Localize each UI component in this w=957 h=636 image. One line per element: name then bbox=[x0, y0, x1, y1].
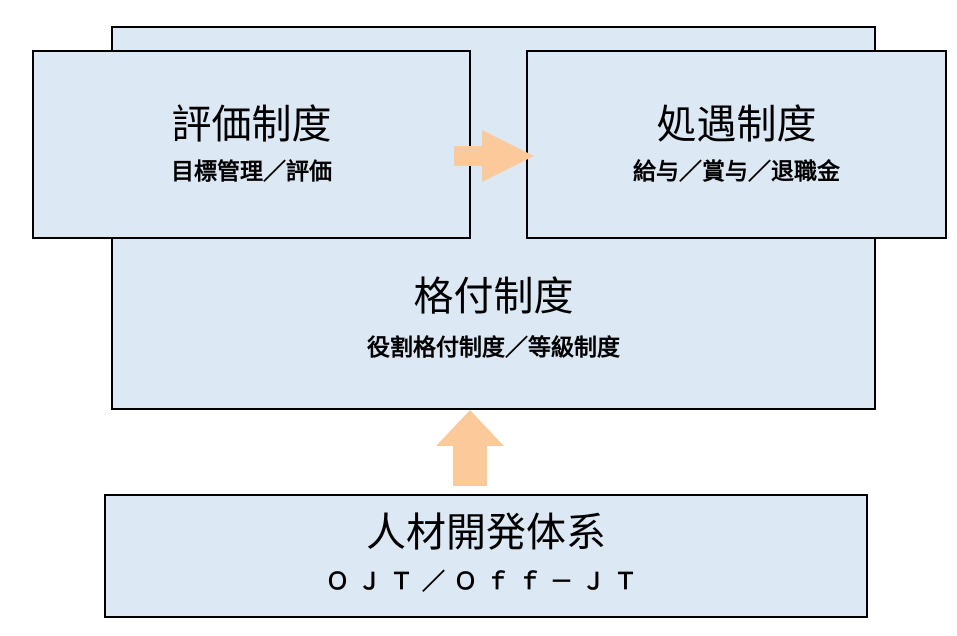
hr-development-subtitle: ＯＪＴ／Ｏｆｆ－ＪＴ bbox=[326, 569, 646, 595]
treatment-system-title: 処遇制度 bbox=[656, 102, 817, 148]
treatment-system-subtitle: 給与／賞与／退職金 bbox=[633, 159, 840, 185]
evaluation-system-title: 評価制度 bbox=[171, 102, 332, 148]
treatment-system-box: 処遇制度 給与／賞与／退職金 bbox=[526, 50, 947, 239]
right-arrow-icon bbox=[454, 130, 534, 182]
hr-development-title: 人材開発体系 bbox=[366, 510, 606, 556]
grading-system-subtitle: 役割格付制度／等級制度 bbox=[367, 335, 620, 361]
up-arrow-icon bbox=[436, 410, 504, 486]
grading-system-title: 格付制度 bbox=[413, 274, 574, 320]
evaluation-system-box: 評価制度 目標管理／評価 bbox=[32, 50, 471, 239]
evaluation-system-subtitle: 目標管理／評価 bbox=[171, 159, 332, 185]
hr-development-box: 人材開発体系 ＯＪＴ／Ｏｆｆ－ＪＴ bbox=[104, 494, 868, 618]
